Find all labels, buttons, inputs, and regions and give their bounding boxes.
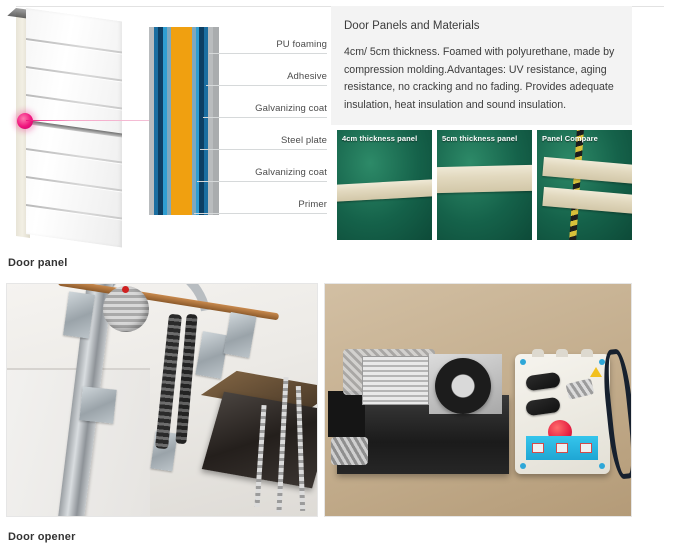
photo-caption: 5cm thickness panel — [442, 134, 518, 143]
panel-layer-stack — [149, 27, 219, 215]
layer-edge-shadow — [213, 27, 219, 215]
motor-cooling-fins — [361, 355, 430, 405]
button-stop — [556, 442, 568, 453]
opener-end-block — [328, 390, 365, 438]
door-opener-caption: Door opener — [8, 531, 76, 543]
callout-label: Galvanizing coat — [219, 103, 327, 118]
layer-pu-foam-core — [171, 27, 193, 215]
photo-caption: 4cm thickness panel — [342, 134, 418, 143]
cable-gland — [581, 348, 594, 357]
panel-slab — [437, 165, 532, 194]
cable-drum — [103, 286, 150, 333]
remote-control — [525, 371, 561, 392]
box-screw — [519, 463, 526, 470]
callout-label: PU foaming — [219, 39, 327, 54]
card-body: 4cm/ 5cm thickness. Foamed with polyuret… — [344, 46, 615, 111]
cable-gland — [556, 348, 569, 357]
layer-inner-steel-plate — [204, 27, 209, 215]
panel-groove — [26, 148, 122, 164]
layer-outer-galvanizing-coat — [149, 27, 154, 215]
photo-opener-unit-and-control-box — [324, 283, 632, 517]
layer-inner-inner-coat — [192, 27, 196, 215]
door-panel-caption: Door panel — [8, 257, 68, 269]
mounting-bracket — [79, 386, 118, 425]
box-screw — [598, 358, 605, 365]
remote-control — [525, 397, 561, 417]
panel-groove — [26, 176, 122, 192]
layer-outer-inner-coat — [167, 27, 172, 215]
layer-inner-primer — [199, 27, 205, 215]
green-board-background — [537, 130, 632, 240]
callout-leader-line — [209, 53, 219, 54]
callout-leader-line — [194, 213, 219, 214]
callout-leader-line — [197, 181, 219, 182]
card-heading: Door Panels and Materials — [344, 20, 480, 32]
layer-outer-adhesive — [162, 27, 168, 215]
cross-section-leader-line — [26, 120, 156, 121]
panel-groove — [26, 204, 122, 220]
box-screw — [598, 463, 605, 470]
callout-label: Steel plate — [219, 135, 327, 150]
photo-4cm-thickness-panel: 4cm thickness panel — [337, 130, 432, 240]
panel-groove — [26, 38, 122, 54]
control-button-label-strip — [526, 435, 599, 460]
shaft-end-cap — [121, 286, 129, 294]
coiled-chain — [331, 437, 368, 465]
photo-panel-compare: Panel Compare — [537, 130, 632, 240]
control-box — [514, 348, 610, 475]
photo-5cm-thickness-panel: 5cm thickness panel — [437, 130, 532, 240]
panel-groove — [26, 66, 122, 82]
callout-label: Adhesive — [219, 71, 327, 86]
warning-triangle-icon — [590, 366, 602, 377]
box-screw — [519, 358, 526, 365]
cable-gland — [531, 348, 544, 357]
callout-leader-line — [200, 149, 219, 150]
panel-groove — [26, 94, 122, 110]
chain-sprocket-disc — [435, 358, 492, 415]
button-up — [532, 442, 544, 453]
release-key — [565, 378, 595, 401]
layer-outer-steel-plate — [153, 27, 159, 215]
layer-inner-galvanizing-coat — [208, 27, 214, 215]
callout-label: Primer — [219, 199, 327, 214]
layer-outer-primer — [158, 27, 163, 215]
photo-caption: Panel Compare — [542, 134, 598, 143]
callout-leader-line — [206, 85, 219, 86]
callout-leader-line — [203, 117, 219, 118]
materials-info-card: Door Panels and Materials 4cm/ 5cm thick… — [331, 6, 632, 125]
callout-label: Galvanizing coat — [219, 167, 327, 182]
panel-sample-photos: 4cm thickness panel 5cm thickness panel … — [337, 130, 632, 240]
layer-inner-adhesive — [195, 27, 200, 215]
button-down — [580, 442, 592, 453]
photo-chain-hoist-installation — [6, 283, 318, 517]
cross-section-marker-dot — [17, 113, 33, 129]
sandwich-door-panel-perspective — [7, 8, 156, 248]
